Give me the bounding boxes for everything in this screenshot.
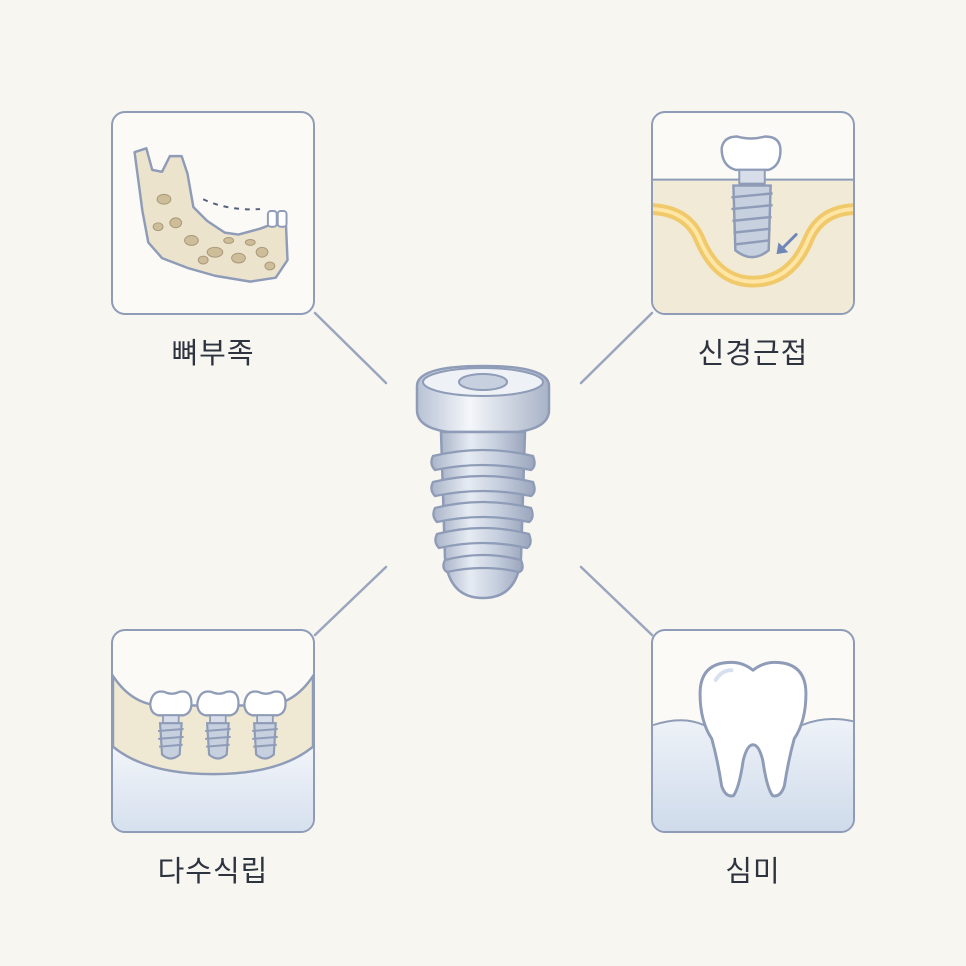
card-aesthetics (651, 629, 855, 833)
label-multiple-implants: 다수식립 (157, 854, 269, 888)
card-nerve-proximity (651, 111, 855, 315)
dental-implant-screw-icon (415, 364, 551, 600)
card-bone-deficiency (111, 111, 315, 315)
card-multiple-implants (111, 629, 315, 833)
connector-top-left (313, 311, 388, 385)
multiple-implants-icon (113, 673, 313, 831)
connector-bottom-right (579, 565, 654, 637)
tooth-icon (653, 660, 853, 831)
label-nerve-proximity: 신경근접 (697, 336, 809, 370)
connector-bottom-left (313, 565, 388, 637)
label-aesthetics: 심미 (725, 854, 781, 888)
label-bone-deficiency: 뼈부족 (171, 336, 255, 370)
center-implant (405, 358, 561, 608)
implant-near-nerve-icon (653, 135, 853, 313)
jaw-bone-loss-icon (133, 147, 289, 283)
connector-top-right (579, 311, 654, 385)
